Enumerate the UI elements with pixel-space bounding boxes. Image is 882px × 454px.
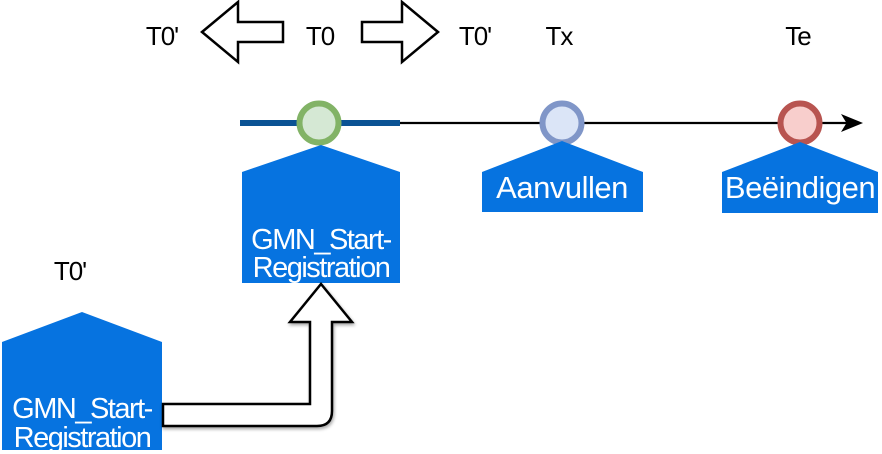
- t0-prime-origin-label: T0': [54, 256, 86, 286]
- callout-aanvullen-label: Aanvullen: [496, 170, 628, 205]
- callout-start-line1: GMN_Start-: [251, 224, 392, 256]
- callout-start: [242, 145, 400, 283]
- callout-beeindigen: [722, 142, 878, 213]
- t0-label: T0: [306, 21, 335, 51]
- callout-beeindigen-label: Beëindigen: [725, 170, 875, 205]
- event-aanvullen-circle: [539, 100, 585, 146]
- event-beeindigen-circle: [777, 100, 823, 146]
- tx-label: Tx: [546, 21, 574, 51]
- block-arrow-right-icon: [360, 0, 440, 65]
- callout-aanvullen: [482, 141, 643, 212]
- callout-origin-line2: Registration: [14, 422, 151, 454]
- callout-origin-line1: GMN_Start-: [12, 393, 153, 425]
- te-label: Te: [785, 21, 811, 51]
- t0-prime-right-label: T0': [459, 21, 491, 51]
- block-arrow-left-icon: [200, 0, 285, 65]
- elbow-up-arrow-icon: [161, 282, 355, 428]
- callout-origin: [2, 312, 162, 450]
- t0-prime-left-label: T0': [146, 21, 178, 51]
- event-start-circle: [296, 100, 342, 146]
- callout-start-line2: Registration: [253, 252, 390, 284]
- axis-arrowhead-icon: [841, 114, 863, 132]
